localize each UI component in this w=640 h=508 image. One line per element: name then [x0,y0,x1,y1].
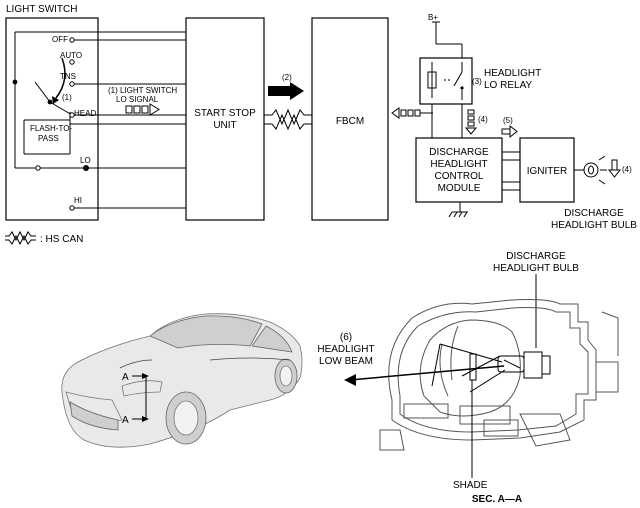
pos-off-label: OFF [52,35,68,44]
section-title: SEC. A—A [472,494,522,505]
beam-label-line1: HEADLIGHT [317,344,374,355]
section-bulb [497,351,551,379]
switch-to-ssu-wires [70,31,186,209]
beam-label-line2: LOW BEAM [319,356,373,367]
switch-rotation-arc [55,57,66,99]
section-bulb-line2: HEADLIGHT BULB [493,263,579,274]
headlight-lo-relay-box [419,57,473,105]
fbcm-label: FBCM [336,116,364,127]
module-to-igniter-arrow [501,124,518,139]
switch-contact [47,99,53,105]
igniter-box [519,137,575,203]
signal-label-line2: LO SIGNAL [116,95,159,104]
pos-head-label: HEAD [74,109,96,118]
pos-flash-line2: PASS [38,134,59,143]
car-illustration [61,313,303,448]
low-beam-rays [344,343,506,393]
switch-wiring [14,31,86,169]
relay-to-fbcm-arrow [391,107,433,119]
relay-label-line2: LO RELAY [484,80,532,91]
bulb-label-line1: DISCHARGE [564,208,624,219]
switch-callout: (1) [62,93,72,102]
module-line4: MODULE [438,183,481,194]
fbcm-box [311,17,389,221]
light-switch-box [5,17,99,221]
section-mark-top: A [122,372,129,383]
start-stop-unit-box [185,17,265,221]
hs-can-legend-text: : HS CAN [40,234,83,245]
relay-to-module-arrow [464,109,478,135]
bulb-output-arrow [607,159,622,178]
pos-tns-label: TNS [60,72,76,81]
bulb-label-line2: HEADLIGHT BULB [551,220,637,231]
headlamp-housing-section [379,299,619,451]
hs-can-twisted-pair [264,108,312,131]
relay-label-line1: HEADLIGHT [484,68,541,79]
start-stop-line2: UNIT [213,120,236,131]
relay-internals [427,62,464,100]
pos-flash-line1: FLASH-TO- [30,124,72,133]
igniter-callout: (5) [503,116,513,125]
ground-symbol [448,202,468,218]
shade-label: SHADE [453,480,488,491]
relay-callout: (3) [472,77,482,86]
light-switch-label: LIGHT SWITCH [6,4,77,15]
section-marker [132,373,149,422]
igniter-label: IGNITER [527,166,568,177]
section-bulb-line1: DISCHARGE [506,251,566,262]
bulb-symbol [583,155,607,185]
beam-callout: (6) [340,332,352,343]
lo-open-contact [35,165,41,171]
module-callout: (4) [478,115,488,124]
switch-rotation-arrowhead [52,96,59,104]
section-mark-bottom: A [122,415,129,426]
discharge-control-module-box [415,137,503,203]
start-stop-line1: START STOP [194,108,256,119]
pos-lo-label: LO [80,156,91,165]
module-line3: CONTROL [435,171,484,182]
signal-direction-arrow [125,103,160,116]
signal-label-line1: (1) LIGHT SWITCH [108,86,177,95]
pos-auto-label: AUTO [60,51,82,60]
module-line2: HEADLIGHT [430,159,487,170]
bulb-callout: (4) [622,165,632,174]
pos-hi-label: HI [74,196,82,205]
switch-pivot [12,79,18,85]
can-direction-arrow [268,82,304,100]
can-callout: (2) [282,73,292,82]
module-line1: DISCHARGE [429,147,489,158]
hs-can-legend-symbol [5,230,36,246]
bplus-label: B+ [428,13,438,22]
